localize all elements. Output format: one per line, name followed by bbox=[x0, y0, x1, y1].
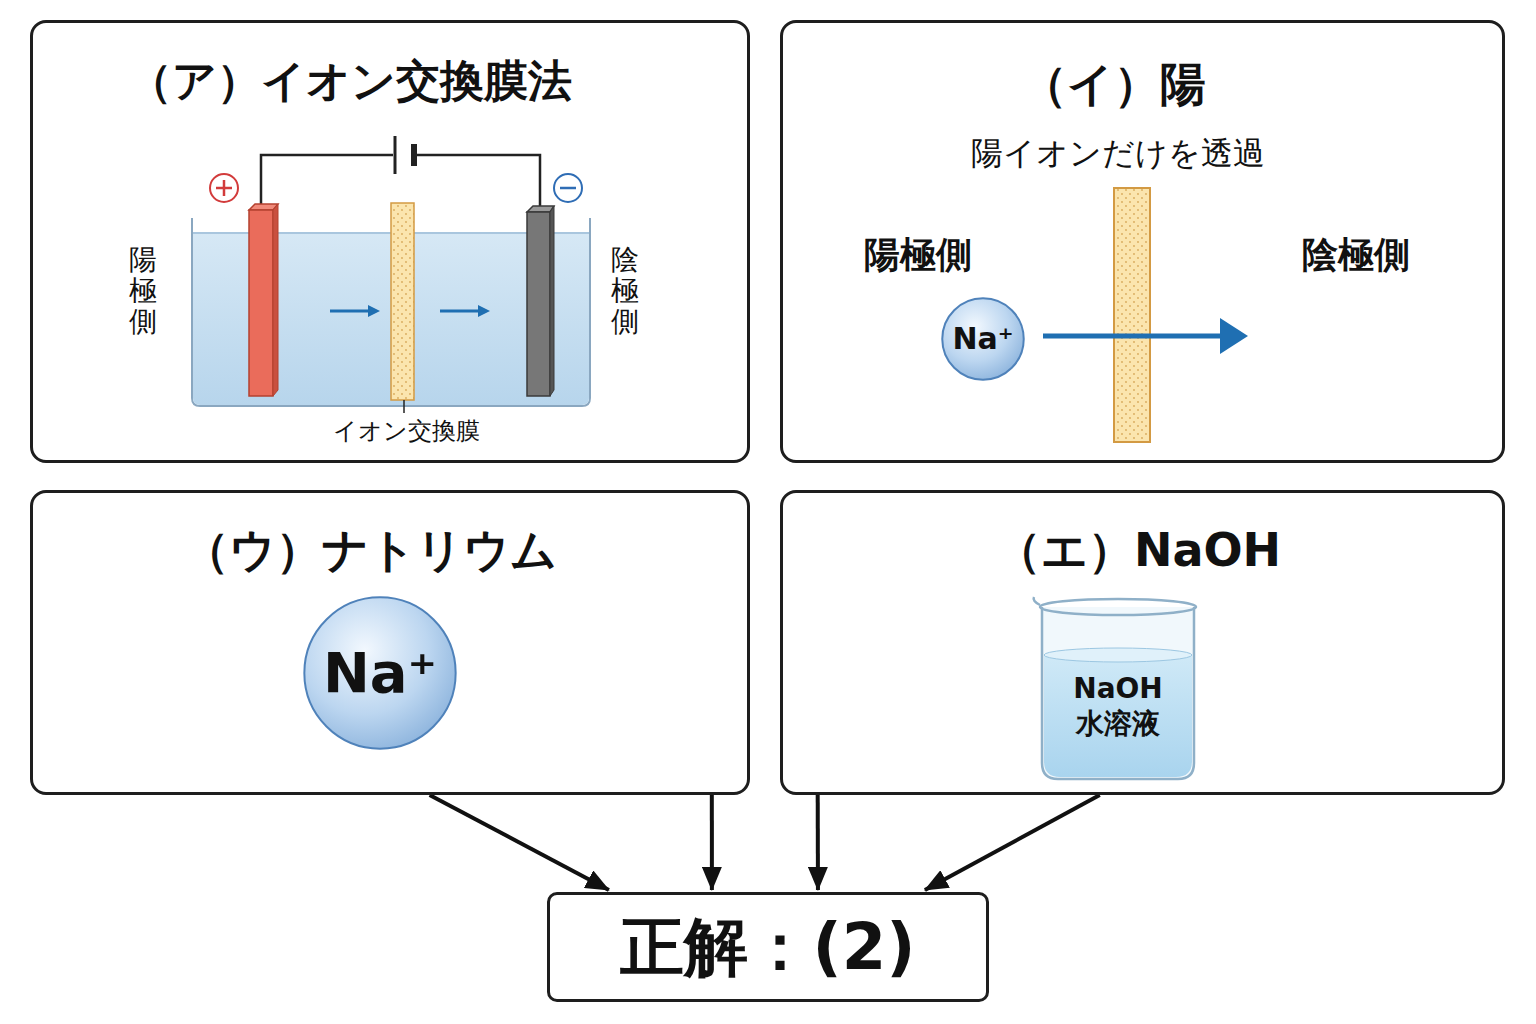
flow-connector bbox=[710, 795, 714, 890]
electrode-side-label: 陰極側 bbox=[1236, 232, 1476, 277]
flow-arrow bbox=[330, 310, 370, 313]
cathode-side bbox=[550, 206, 554, 396]
ion-circle: Na⁺ bbox=[302, 595, 458, 751]
membrane-figure bbox=[1043, 188, 1248, 442]
minus-symbol bbox=[554, 174, 582, 202]
flow-arrow-head bbox=[478, 305, 490, 317]
solution-label: NaOH 水溶液 bbox=[1069, 671, 1167, 741]
option-panel: （ウ）ナトリウム Na⁺ bbox=[30, 490, 750, 795]
label-holder: 陰極側 bbox=[1236, 232, 1476, 277]
description-text: 陽イオンだけを透過 bbox=[798, 133, 1438, 173]
leader-line bbox=[403, 400, 405, 413]
wire bbox=[261, 155, 393, 207]
plus-symbol bbox=[223, 180, 226, 196]
membrane-label: イオン交換膜 bbox=[276, 416, 536, 446]
option-panel: （ア）イオン交換膜法 bbox=[30, 20, 750, 463]
battery-plate bbox=[394, 136, 397, 174]
transfer-arrow-head bbox=[1220, 318, 1248, 354]
flow-connector bbox=[430, 795, 609, 890]
flow-connector bbox=[816, 795, 820, 890]
ion-exchange-membrane bbox=[1114, 188, 1150, 442]
flow-arrow bbox=[440, 310, 480, 313]
plus-symbol bbox=[210, 174, 238, 202]
panel-heading: （エ）NaOH bbox=[818, 521, 1458, 579]
answer-text: 正解：(2) bbox=[620, 907, 915, 987]
cathode-top bbox=[527, 206, 554, 212]
battery-plate bbox=[411, 144, 417, 166]
label-holder: 陽極側 bbox=[129, 245, 157, 337]
ion-symbol: Na⁺ bbox=[323, 638, 437, 708]
electrode-side-label: 陽極側 bbox=[798, 232, 1038, 277]
panel-heading: （ア）イオン交換膜法 bbox=[128, 53, 728, 108]
electrolysis-cell bbox=[192, 136, 590, 413]
answer-box: 正解：(2) bbox=[547, 892, 989, 1002]
ion-symbol: Na⁺ bbox=[952, 320, 1013, 358]
label-holder: 陰極側 bbox=[611, 245, 639, 337]
electrode-side-label: 陽極側 bbox=[129, 245, 157, 337]
wire bbox=[416, 155, 540, 209]
panel-heading: （イ）陽 bbox=[793, 55, 1433, 113]
ion-circle: Na⁺ bbox=[941, 297, 1025, 381]
anode bbox=[249, 210, 273, 396]
option-panel: （エ）NaOH NaOH 水溶液 bbox=[780, 490, 1505, 795]
label-holder: イオン交換膜 bbox=[276, 416, 536, 446]
beaker: NaOH 水溶液 bbox=[1028, 593, 1208, 785]
flow-arrow-head bbox=[368, 305, 380, 317]
ion-exchange-membrane bbox=[391, 203, 414, 400]
cathode bbox=[527, 212, 550, 396]
minus-symbol bbox=[560, 187, 576, 190]
flow-connector bbox=[925, 795, 1100, 890]
transfer-arrow bbox=[1043, 334, 1224, 339]
anode-side bbox=[273, 204, 278, 396]
panel-heading: （ウ）ナトリウム bbox=[50, 521, 690, 579]
label-holder: 陽極側 bbox=[798, 232, 1038, 277]
electrode-side-label: 陰極側 bbox=[611, 245, 639, 337]
